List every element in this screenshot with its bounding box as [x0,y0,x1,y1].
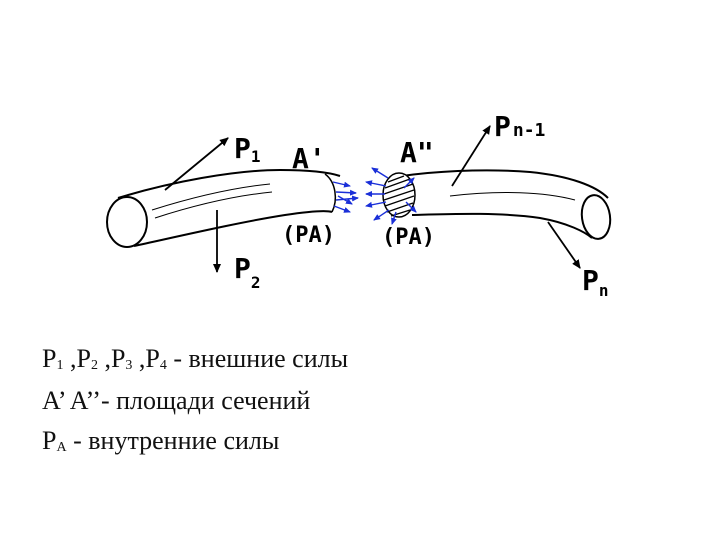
label-pn: Pn [582,264,609,300]
force-pn1-arrow [451,125,491,187]
external-force-arrows [164,125,581,273]
label-a-double-prime: A" [400,136,434,169]
label-pa-right: (PA) [382,225,435,250]
caption-external-forces: P1 ,P2 ,P3 ,P4 - внешние силы [42,344,349,373]
right-beam-segment [382,169,612,240]
internal-force-arrows [332,167,417,225]
label-p1: P1 [234,132,261,166]
force-pn-arrow [547,221,581,269]
label-a-prime: A' [292,142,326,175]
label-pa-left: (PA) [282,223,335,248]
caption-section-areas: A’ A’’- площади сечений [42,386,311,415]
left-beam-segment [106,168,341,248]
label-p2: P2 [234,252,261,292]
caption-internal-forces: PA - внутренние силы [42,426,280,455]
force-p1-arrow [164,137,229,191]
